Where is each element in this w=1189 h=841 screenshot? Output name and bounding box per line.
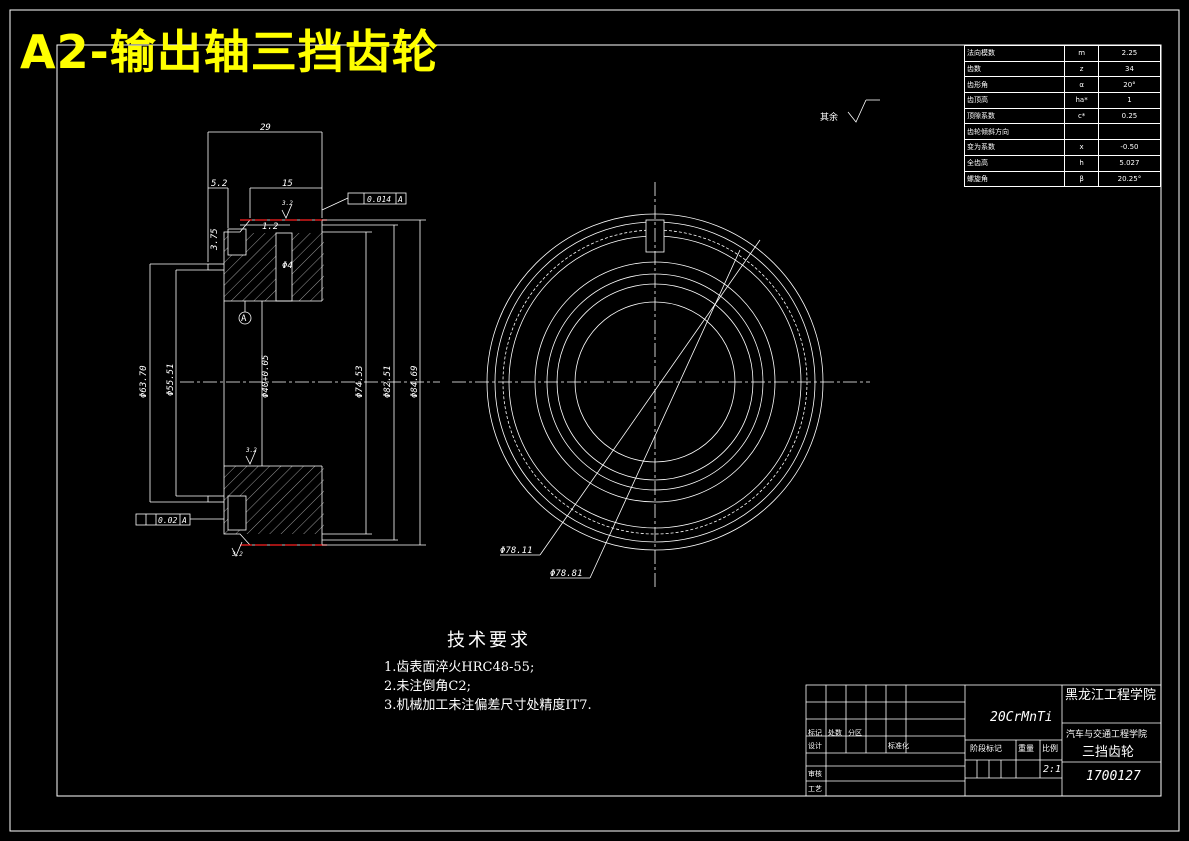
front-view	[452, 182, 870, 590]
parameter-sym: ha*	[1064, 92, 1099, 109]
parameter-sym	[1064, 123, 1099, 141]
weight-label: 重量	[1018, 744, 1034, 753]
roughness-other-label: 其余	[820, 111, 838, 123]
department-name: 汽车与交通工程学院	[1066, 730, 1148, 740]
parameter-row: 齿轮倾斜方向	[963, 123, 1162, 141]
flatness-value: 0.02	[158, 516, 177, 525]
parameter-name: 齿顶高	[963, 92, 1066, 109]
parameter-name: 齿轮倾斜方向	[963, 123, 1066, 141]
dim-phi55-51: Φ55.51	[166, 363, 176, 396]
check-label: 审核	[808, 770, 822, 778]
parameter-val	[1097, 123, 1162, 141]
tech-requirements-title: 技术要求	[447, 630, 531, 651]
parameter-val: 2.25	[1097, 45, 1162, 62]
parameter-sym: h	[1064, 154, 1099, 172]
dim-phi78-81: Φ78.81	[550, 569, 583, 579]
scale-value: 2:1	[1043, 764, 1062, 775]
zone-label: 分区	[848, 729, 862, 737]
roughness-symbol	[847, 99, 880, 123]
part-name: 三挡齿轮	[1082, 745, 1135, 760]
mark-label: 标记	[808, 729, 822, 737]
inner-frame	[56, 44, 1162, 797]
runout-datum: A	[397, 195, 403, 204]
dim-phi4: Φ4	[282, 261, 293, 271]
parameter-val: 20°	[1097, 76, 1162, 94]
datum-a-label: A	[241, 314, 247, 324]
parameter-val: 34	[1097, 60, 1162, 78]
parameter-val: 1	[1097, 92, 1162, 109]
flatness-datum: A	[181, 516, 187, 525]
parameter-val: 0.25	[1097, 107, 1162, 125]
dim-phi74-53: Φ74.53	[355, 365, 365, 398]
process-label: 工艺	[808, 785, 822, 793]
design-label: 设计	[808, 742, 822, 750]
parameter-name: 顶隙系数	[963, 107, 1066, 125]
dim-1-2: 1.2	[262, 222, 278, 232]
school-name: 黑龙江工程学院	[1065, 688, 1157, 703]
parameter-name: 变为系数	[963, 139, 1066, 156]
ra-mark-top: 3.2	[281, 200, 293, 207]
standard-label: 标准化	[888, 742, 909, 750]
tech-requirement-item: 1.齿表面淬火HRC48-55;	[384, 660, 535, 675]
parameter-val: -0.50	[1097, 139, 1162, 156]
parameter-sym: α	[1064, 76, 1099, 94]
runout-value: 0.014	[367, 195, 391, 204]
parameter-val: 5.027	[1097, 154, 1162, 172]
dim-phi63-70: Φ63.70	[139, 365, 149, 398]
parameter-name: 螺旋角	[963, 170, 1066, 188]
drawing-number: 1700127	[1086, 769, 1141, 784]
title-block-lines	[805, 684, 1162, 797]
parameter-val: 20.25°	[1097, 170, 1162, 188]
parameter-sym: m	[1064, 45, 1099, 62]
count-label: 处数	[828, 729, 842, 737]
parameter-sym: z	[1064, 60, 1099, 78]
parameter-sym: x	[1064, 139, 1099, 156]
stage-label: 阶段标记	[970, 744, 1002, 753]
parameter-name: 全齿高	[963, 154, 1066, 172]
dim-phi82-51: Φ82.51	[383, 365, 393, 398]
drawing-title: A2-输出轴三挡齿轮	[20, 25, 439, 79]
parameter-name: 法向模数	[963, 45, 1066, 62]
tech-requirements-list: 1.齿表面淬火HRC48-55; 2.未注倒角C2; 3.机械加工未注偏差尺寸处…	[384, 658, 592, 715]
parameter-name: 齿形角	[963, 76, 1066, 94]
parameter-sym: c*	[1064, 107, 1099, 125]
tech-requirement-item: 3.机械加工未注偏差尺寸处精度IT7.	[384, 698, 592, 713]
dim-29: 29	[260, 123, 271, 133]
scale-label: 比例	[1042, 744, 1058, 753]
dim-3-75: 3.75	[210, 228, 220, 251]
ra-mark-bottom: 3.2	[231, 551, 243, 558]
dim-phi40: Φ40+0.05	[261, 355, 271, 398]
tech-requirement-item: 2.未注倒角C2;	[384, 679, 472, 694]
material-label: 20CrMnTi	[990, 710, 1053, 725]
dim-phi78-11: Φ78.11	[500, 546, 533, 556]
dim-phi84-69: Φ84.69	[410, 365, 420, 398]
dim-15: 15	[282, 179, 293, 189]
parameter-sym: β	[1064, 170, 1099, 188]
ra-mark-mid: 3.2	[245, 447, 257, 454]
outer-frame	[9, 9, 1180, 832]
section-view	[135, 131, 440, 557]
dim-5-2: 5.2	[211, 179, 227, 189]
parameter-name: 齿数	[963, 60, 1066, 78]
